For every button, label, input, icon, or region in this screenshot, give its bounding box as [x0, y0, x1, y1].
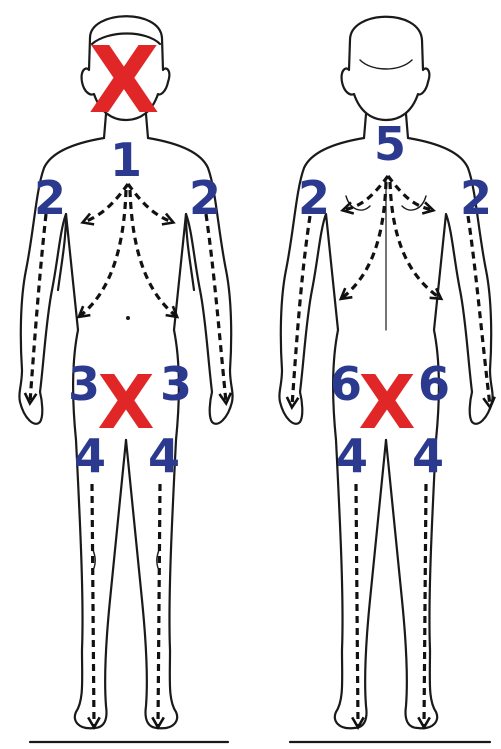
arrow-chest-right — [128, 184, 172, 222]
arrow-abdomen-left — [80, 190, 126, 316]
arrow-front-leg-left — [158, 484, 160, 726]
arrow-front-arm-right — [30, 214, 46, 402]
no-spray-face-cross: X — [89, 27, 160, 134]
step-label-buttock-right: 6 — [418, 357, 450, 411]
step-label-front-leg-right: 4 — [74, 429, 106, 483]
step-label-upper-back: 5 — [374, 117, 406, 171]
no-spray-groin-cross: X — [97, 360, 154, 446]
step-label-hip-right: 3 — [68, 357, 100, 411]
arrow-chest-left — [84, 184, 128, 222]
arrow-back-right — [388, 176, 432, 210]
step-label-front-arm-right: 2 — [34, 171, 66, 225]
step-label-back-arm-right: 2 — [460, 171, 492, 225]
step-label-hip-left: 3 — [160, 357, 192, 411]
arrow-abdomen-right — [130, 190, 176, 316]
step-label-back-leg-right: 4 — [412, 429, 444, 483]
step-label-back-arm-left: 2 — [298, 171, 330, 225]
step-label-buttock-left: 6 — [330, 357, 362, 411]
arrow-lower-back-left — [342, 182, 386, 298]
step-label-back-leg-left: 4 — [336, 429, 368, 483]
step-label-front-leg-left: 4 — [148, 429, 180, 483]
arrow-front-leg-right — [92, 484, 94, 726]
arrow-back-leg-left — [356, 484, 358, 726]
step-label-chest: 1 — [110, 133, 142, 187]
step-label-front-arm-left: 2 — [189, 171, 221, 225]
arrow-lower-back-right — [390, 182, 440, 298]
arrow-back-leg-right — [424, 484, 426, 726]
